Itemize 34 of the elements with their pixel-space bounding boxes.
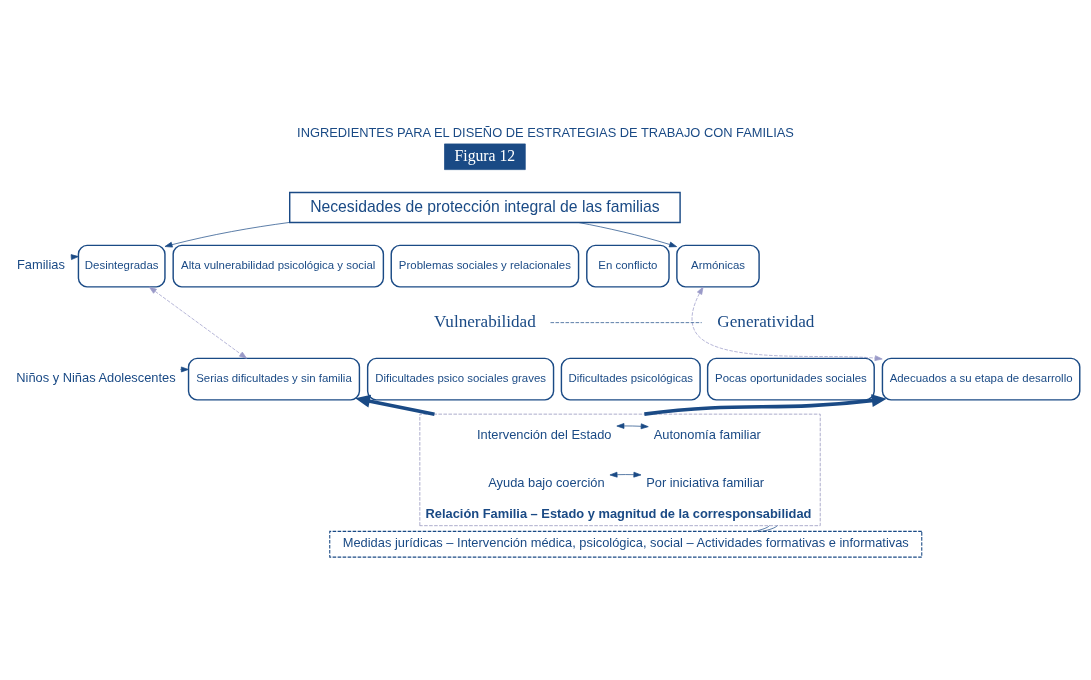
node-box: Desintegradas: [77, 244, 166, 288]
node-text: Por iniciativa familiar: [646, 474, 765, 490]
arrow: [164, 221, 290, 247]
diagram-title: INGREDIENTES PARA EL DISEÑO DE ESTRATEGIAS DE TRABAJO CON FAMILIAS: [297, 124, 794, 140]
arrow: [148, 286, 247, 359]
node-box: Necesidades de protección integral de las familias: [289, 191, 681, 223]
node-box: Dificultades psico sociales graves: [366, 357, 555, 401]
arrow: [355, 394, 435, 416]
node-text: Familias: [16, 256, 65, 272]
connector: [550, 321, 703, 323]
node-text: Ayuda bajo coerción: [488, 474, 605, 490]
node-box: Dificultades psicológicas: [560, 357, 701, 401]
node-text: Niños y Niñas Adolescentes: [16, 369, 176, 385]
node-box: Serias dificultades y sin familia: [187, 357, 361, 401]
arrow: [644, 393, 887, 416]
arrow: [180, 366, 189, 372]
arrow: [609, 471, 642, 478]
node-text: Vulnerabilidad: [434, 311, 536, 331]
node-text: Autonomía familiar: [653, 426, 761, 442]
arrow: [616, 422, 649, 429]
node-box: Pocas oportunidades sociales: [706, 357, 875, 401]
arrow: [578, 221, 677, 247]
node-box: Problemas sociales y relacionales: [390, 244, 580, 288]
node-text: Generatividad: [717, 311, 815, 331]
connector: [753, 524, 770, 532]
node-box: En conflicto: [586, 244, 670, 288]
label: Figura 12: [454, 146, 516, 164]
node-box: Medidas jurídicas – Intervención médica, psicológica, social – Actividades formativas e informativas: [329, 530, 923, 558]
arrow: [691, 286, 883, 361]
node-box: Adecuados a su etapa de desarrollo: [881, 357, 1081, 401]
node-box: Armónicas: [676, 244, 760, 288]
connector: [761, 524, 778, 532]
node-text: Intervención del Estado: [477, 426, 612, 442]
node-box: Alta vulnerabilidad psicológica y social: [172, 244, 385, 288]
